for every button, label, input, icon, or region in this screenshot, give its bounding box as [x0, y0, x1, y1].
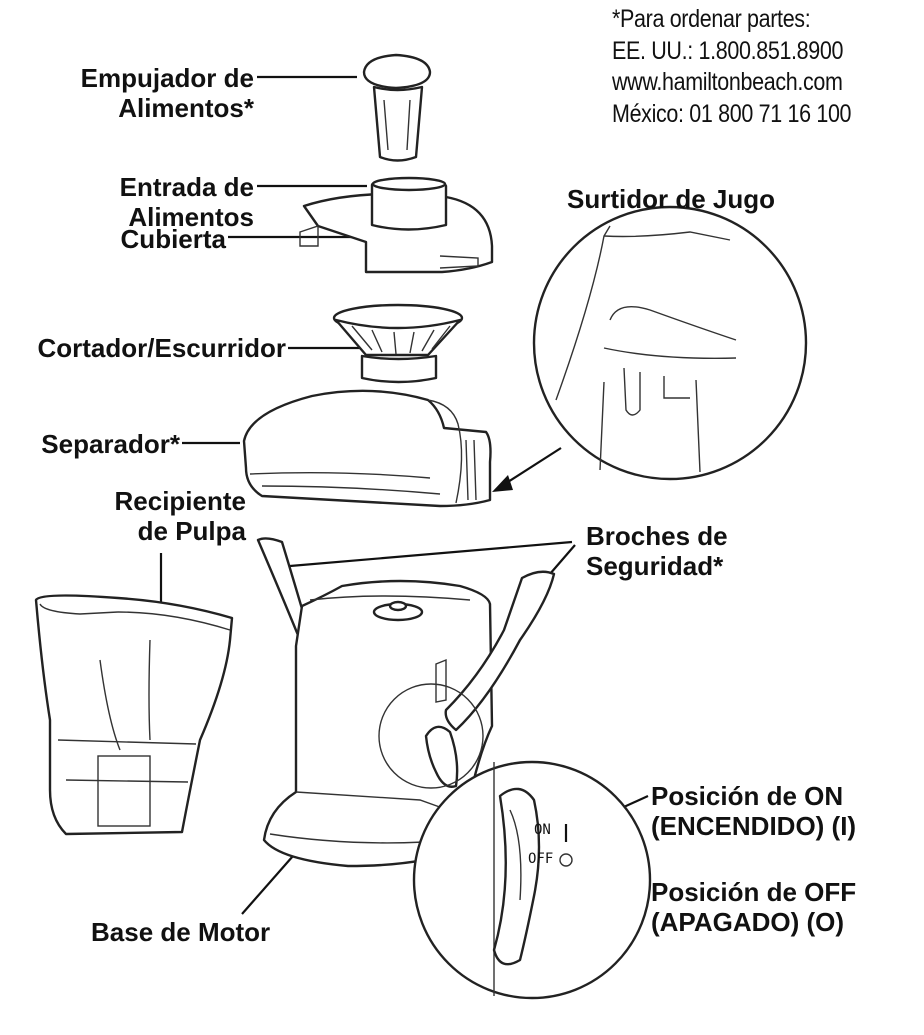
label-juice-spout: Surtidor de Jugo — [567, 184, 775, 214]
label-food-pusher: Empujador de Alimentos* — [80, 63, 254, 123]
label-cover: Cubierta — [120, 224, 226, 254]
label-food-chute: Entrada de Alimentos — [119, 172, 254, 232]
switch-off-marker: OFF — [528, 851, 554, 867]
parts-info-mexico-phone: México: 01 800 71 16 100 — [612, 99, 852, 128]
parts-info-heading: *Para ordenar partes: — [612, 5, 811, 33]
label-safety-clips: Broches de Seguridad* — [586, 521, 728, 581]
parts-ordering-info: *Para ordenar partes: EE. UU.: 1.800.851… — [612, 4, 852, 130]
motor-base-drawing — [256, 537, 556, 868]
strainer-drawing — [332, 303, 464, 384]
food-pusher-drawing — [362, 53, 432, 162]
label-on-position: Posición de ON (ENCENDIDO) (I) — [651, 781, 857, 841]
switch-on-marker: ON — [534, 822, 551, 838]
cover-drawing — [299, 176, 494, 274]
label-motor-base: Base de Motor — [91, 917, 271, 947]
label-cutter-strainer: Cortador/Escurridor — [37, 333, 287, 363]
separator-drawing — [242, 389, 492, 508]
parts-info-website: www.hamiltonbeach.com — [612, 68, 843, 96]
parts-info-us-phone: EE. UU.: 1.800.851.8900 — [612, 36, 844, 65]
spout-detail-drawing — [532, 205, 808, 481]
switch-detail-drawing — [412, 760, 652, 1000]
label-separator: Separador* — [41, 429, 180, 459]
pulp-bin-drawing — [34, 594, 234, 836]
label-off-position: Posición de OFF (APAGADO) (O) — [651, 877, 857, 937]
label-pulp-bin: Recipiente de Pulpa — [114, 486, 247, 546]
